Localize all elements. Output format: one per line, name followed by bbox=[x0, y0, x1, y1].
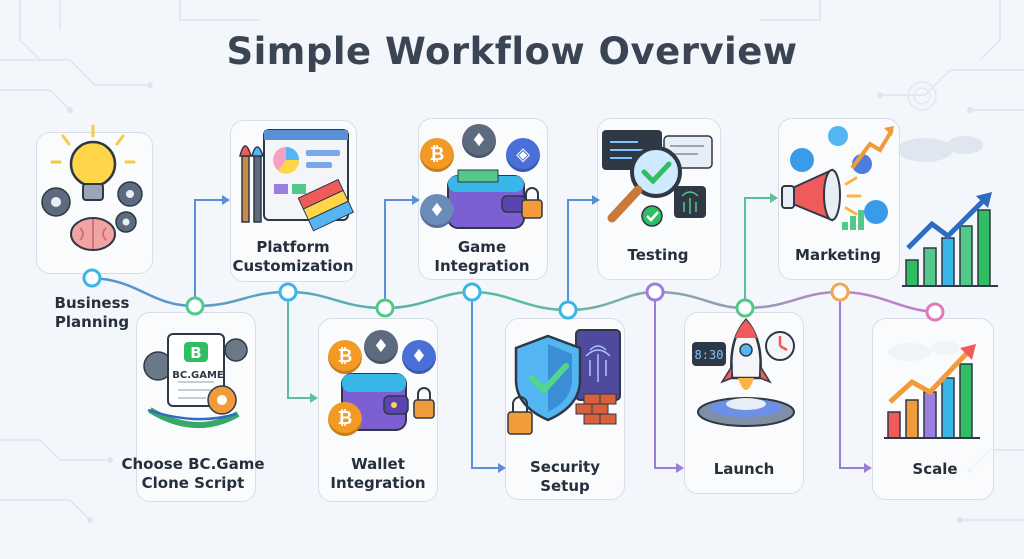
palette-screen-icon bbox=[234, 126, 354, 236]
node-10 bbox=[927, 304, 943, 320]
step-label-launch: Launch bbox=[684, 460, 804, 479]
step-label-scale: Scale bbox=[872, 460, 998, 479]
label-line: Launch bbox=[714, 460, 775, 478]
label-line: Marketing bbox=[795, 246, 881, 264]
label-line: Testing bbox=[627, 246, 688, 264]
security-shield-icon bbox=[506, 326, 626, 446]
ethereum-icon: ♦ bbox=[462, 124, 496, 158]
lightbulb-icon bbox=[38, 122, 148, 262]
label-line: Business Planning bbox=[55, 294, 130, 331]
node-1 bbox=[84, 270, 100, 286]
node-9 bbox=[832, 284, 848, 300]
node-8 bbox=[737, 300, 753, 316]
launch-clock-display: 8:30 bbox=[692, 348, 726, 362]
megaphone-icon bbox=[780, 124, 895, 234]
label-line: Scale bbox=[912, 460, 957, 478]
step-label-wallet-integration: Wallet Integration bbox=[316, 455, 440, 493]
label-line: Platform Customization bbox=[232, 238, 353, 275]
step-label-platform-customization: Platform Customization bbox=[228, 238, 358, 276]
step-label-marketing: Marketing bbox=[778, 246, 898, 265]
ethereum-icon: ♦ bbox=[364, 330, 398, 364]
node-6 bbox=[560, 302, 576, 318]
node-5 bbox=[464, 284, 480, 300]
label-line: Game Integration bbox=[434, 238, 529, 275]
growth-chart-icon bbox=[898, 188, 1008, 298]
step-label-game-integration: Game Integration bbox=[418, 238, 546, 276]
step-label-testing: Testing bbox=[597, 246, 719, 265]
ethereum-icon: ♦ bbox=[420, 194, 454, 228]
bitcoin-icon: ₿ bbox=[420, 138, 454, 172]
node-2 bbox=[187, 298, 203, 314]
step-label-security-setup: Security Setup bbox=[503, 458, 627, 496]
crypto-coin-icon: ◈ bbox=[506, 138, 540, 172]
main-flow-line bbox=[92, 278, 935, 312]
rocket-launch-icon bbox=[686, 316, 806, 446]
label-line: Wallet Integration bbox=[330, 455, 425, 492]
testing-magnifier-icon bbox=[598, 126, 718, 236]
label-line: Choose BC.Game Clone Script bbox=[122, 455, 265, 492]
bitcoin-icon: ₿ bbox=[328, 340, 362, 374]
node-4 bbox=[377, 300, 393, 316]
ethereum-icon: ♦ bbox=[402, 340, 436, 374]
document-logo-text: BC.GAME bbox=[172, 370, 224, 381]
label-line: Security Setup bbox=[530, 458, 600, 495]
svg-text:B: B bbox=[190, 344, 201, 362]
bitcoin-icon: ₿ bbox=[328, 402, 362, 436]
step-label-clone-script: Choose BC.Game Clone Script bbox=[118, 455, 268, 493]
step-label-business-planning: Business Planning bbox=[32, 294, 152, 332]
document-gear-icon: B bbox=[140, 328, 255, 443]
node-7 bbox=[647, 284, 663, 300]
scale-chart-icon bbox=[880, 338, 990, 448]
node-3 bbox=[280, 284, 296, 300]
